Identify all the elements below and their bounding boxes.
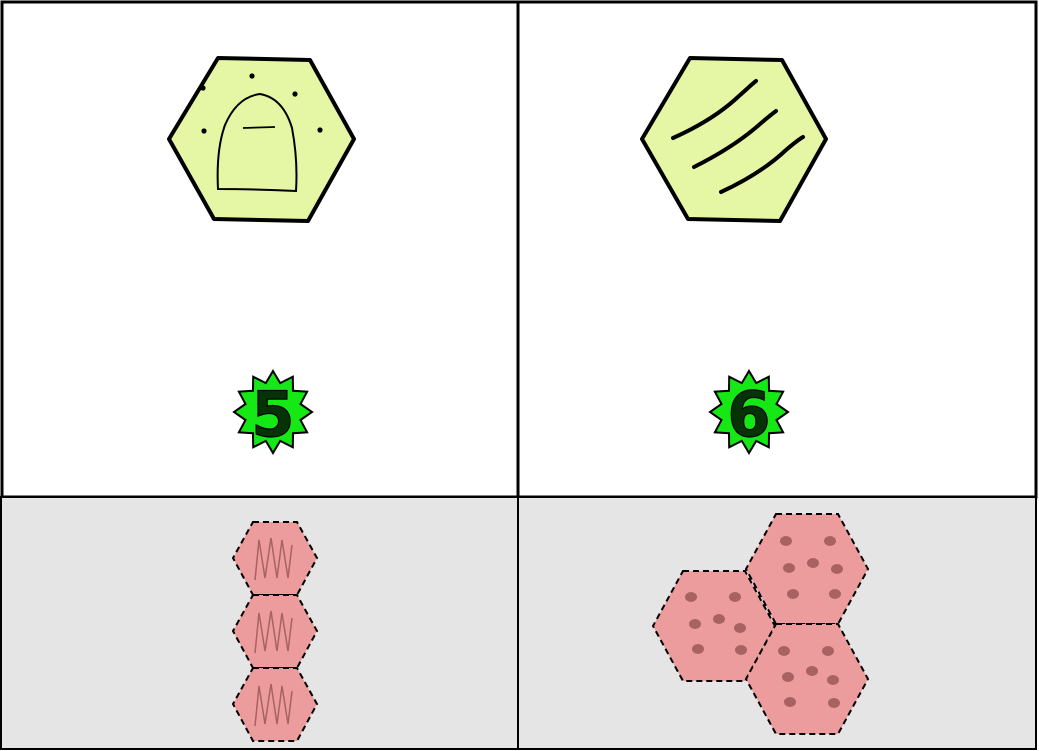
arch-glyph-icon	[167, 56, 356, 223]
tray-1-tile-3[interactable]	[231, 667, 319, 742]
tray-2-tile-2[interactable]	[651, 570, 777, 682]
card-2-badge: 6	[708, 369, 790, 455]
card-1-badge-number: 5	[251, 378, 294, 451]
tray-2-tile-3[interactable]	[744, 623, 870, 735]
tray-2-tile-1[interactable]	[744, 513, 870, 625]
card-2-hexagon	[640, 56, 828, 223]
tray-1-tile-1[interactable]	[231, 521, 319, 596]
card-2[interactable]: 6	[516, 0, 1038, 499]
tray-1-tile-2[interactable]	[231, 594, 319, 669]
tray-1[interactable]	[0, 496, 519, 750]
wave-lines-icon	[640, 56, 828, 223]
tray-2[interactable]	[517, 496, 1037, 750]
card-2-badge-number: 6	[727, 378, 770, 451]
card-1[interactable]: 5	[0, 0, 520, 499]
card-1-badge: 5	[232, 369, 314, 455]
badge-star-shape	[708, 369, 790, 455]
card-1-hexagon	[167, 56, 356, 223]
badge-star-shape	[232, 369, 314, 455]
